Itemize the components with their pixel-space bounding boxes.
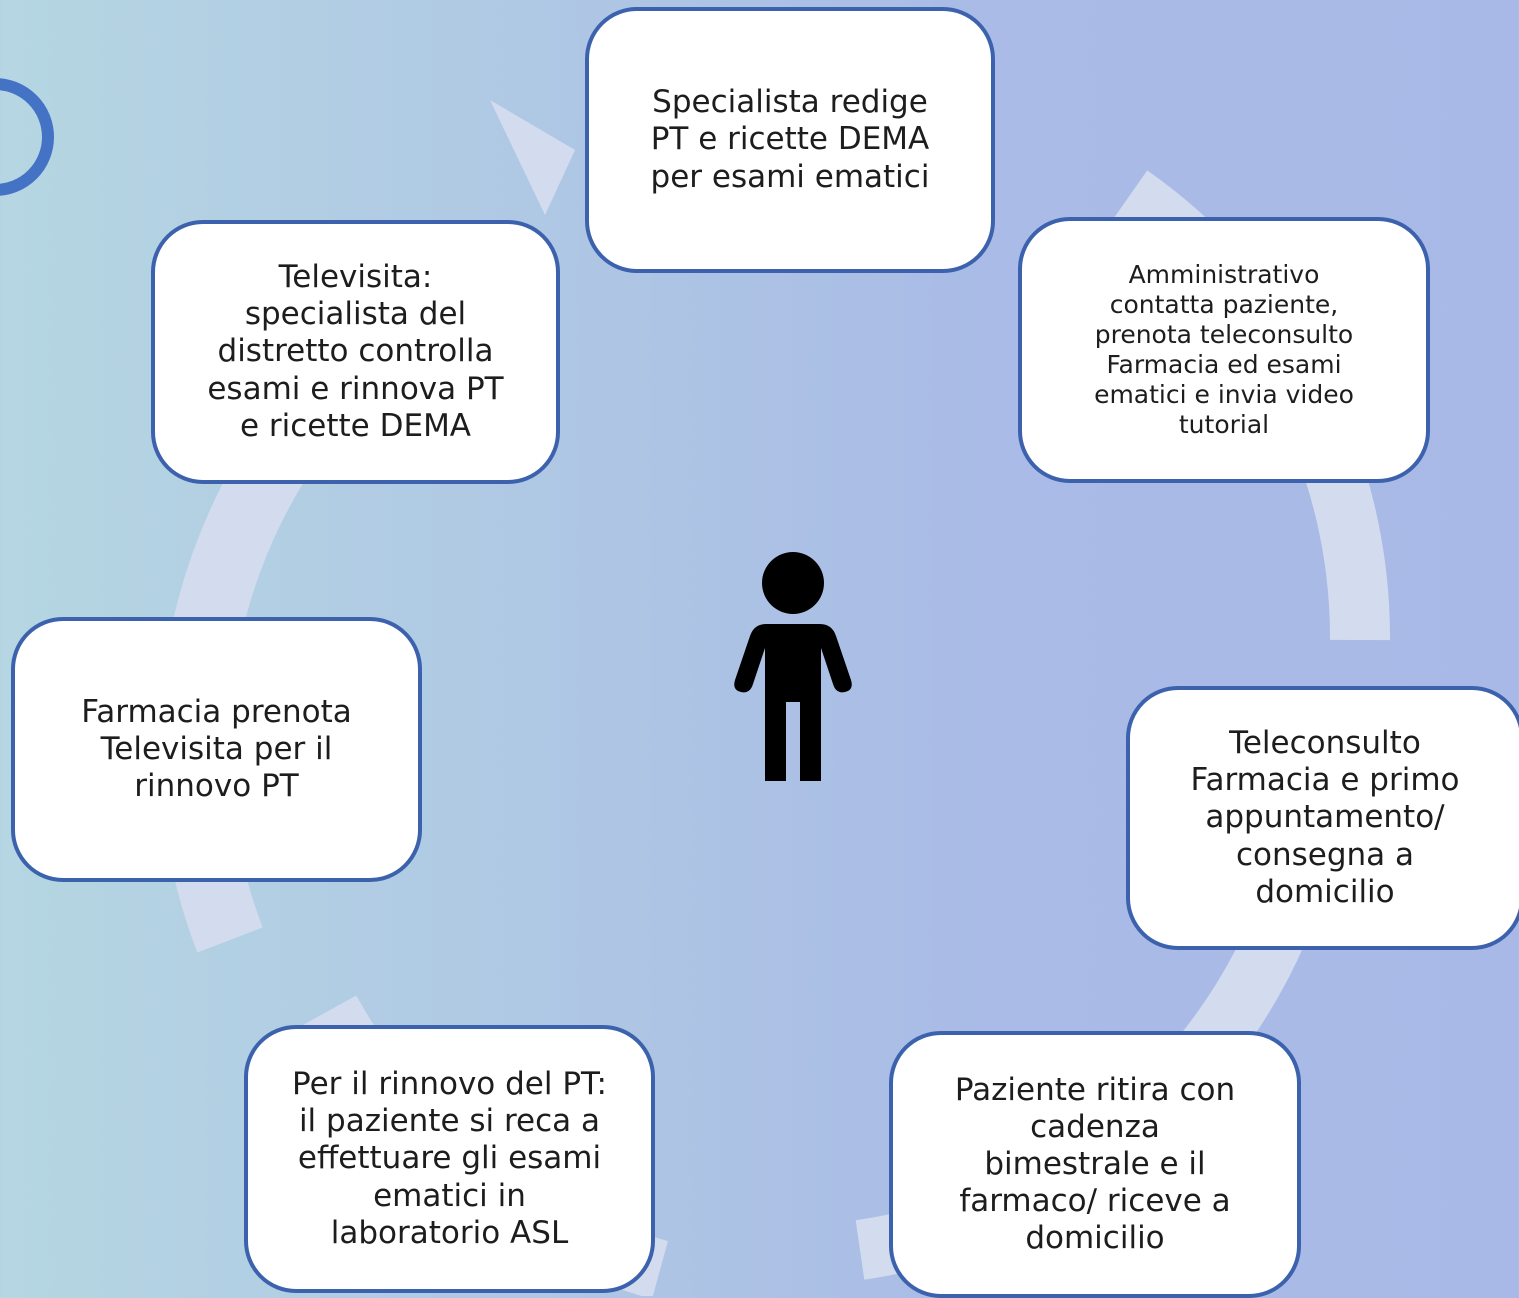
step-label: Per il rinnovo del PT: il paziente si re… <box>291 1066 607 1251</box>
step-specialist-prescription: Specialista redige PT e ricette DEMA per… <box>585 7 995 273</box>
step-administrative-booking: Amministrativo contatta paziente, prenot… <box>1018 217 1430 483</box>
step-label: Teleconsulto Farmacia e primo appuntamen… <box>1190 725 1460 910</box>
step-label: Amministrativo contatta paziente, prenot… <box>1094 260 1354 439</box>
step-blood-tests: Per il rinnovo del PT: il paziente si re… <box>244 1025 655 1293</box>
step-patient-pickup: Paziente ritira con cadenza bimestrale e… <box>889 1031 1301 1298</box>
step-label: Televisita: specialista del distretto co… <box>207 259 504 444</box>
step-pharmacy-books-televisit: Farmacia prenota Televisita per il rinno… <box>11 617 422 882</box>
step-label: Specialista redige PT e ricette DEMA per… <box>650 84 930 195</box>
step-pharmacy-teleconsult: Teleconsulto Farmacia e primo appuntamen… <box>1126 686 1519 950</box>
step-label: Paziente ritira con cadenza bimestrale e… <box>954 1071 1236 1257</box>
person-icon <box>734 552 852 781</box>
step-televisit-renewal: Televisita: specialista del distretto co… <box>151 220 560 484</box>
step-label: Farmacia prenota Televisita per il rinno… <box>81 693 352 805</box>
